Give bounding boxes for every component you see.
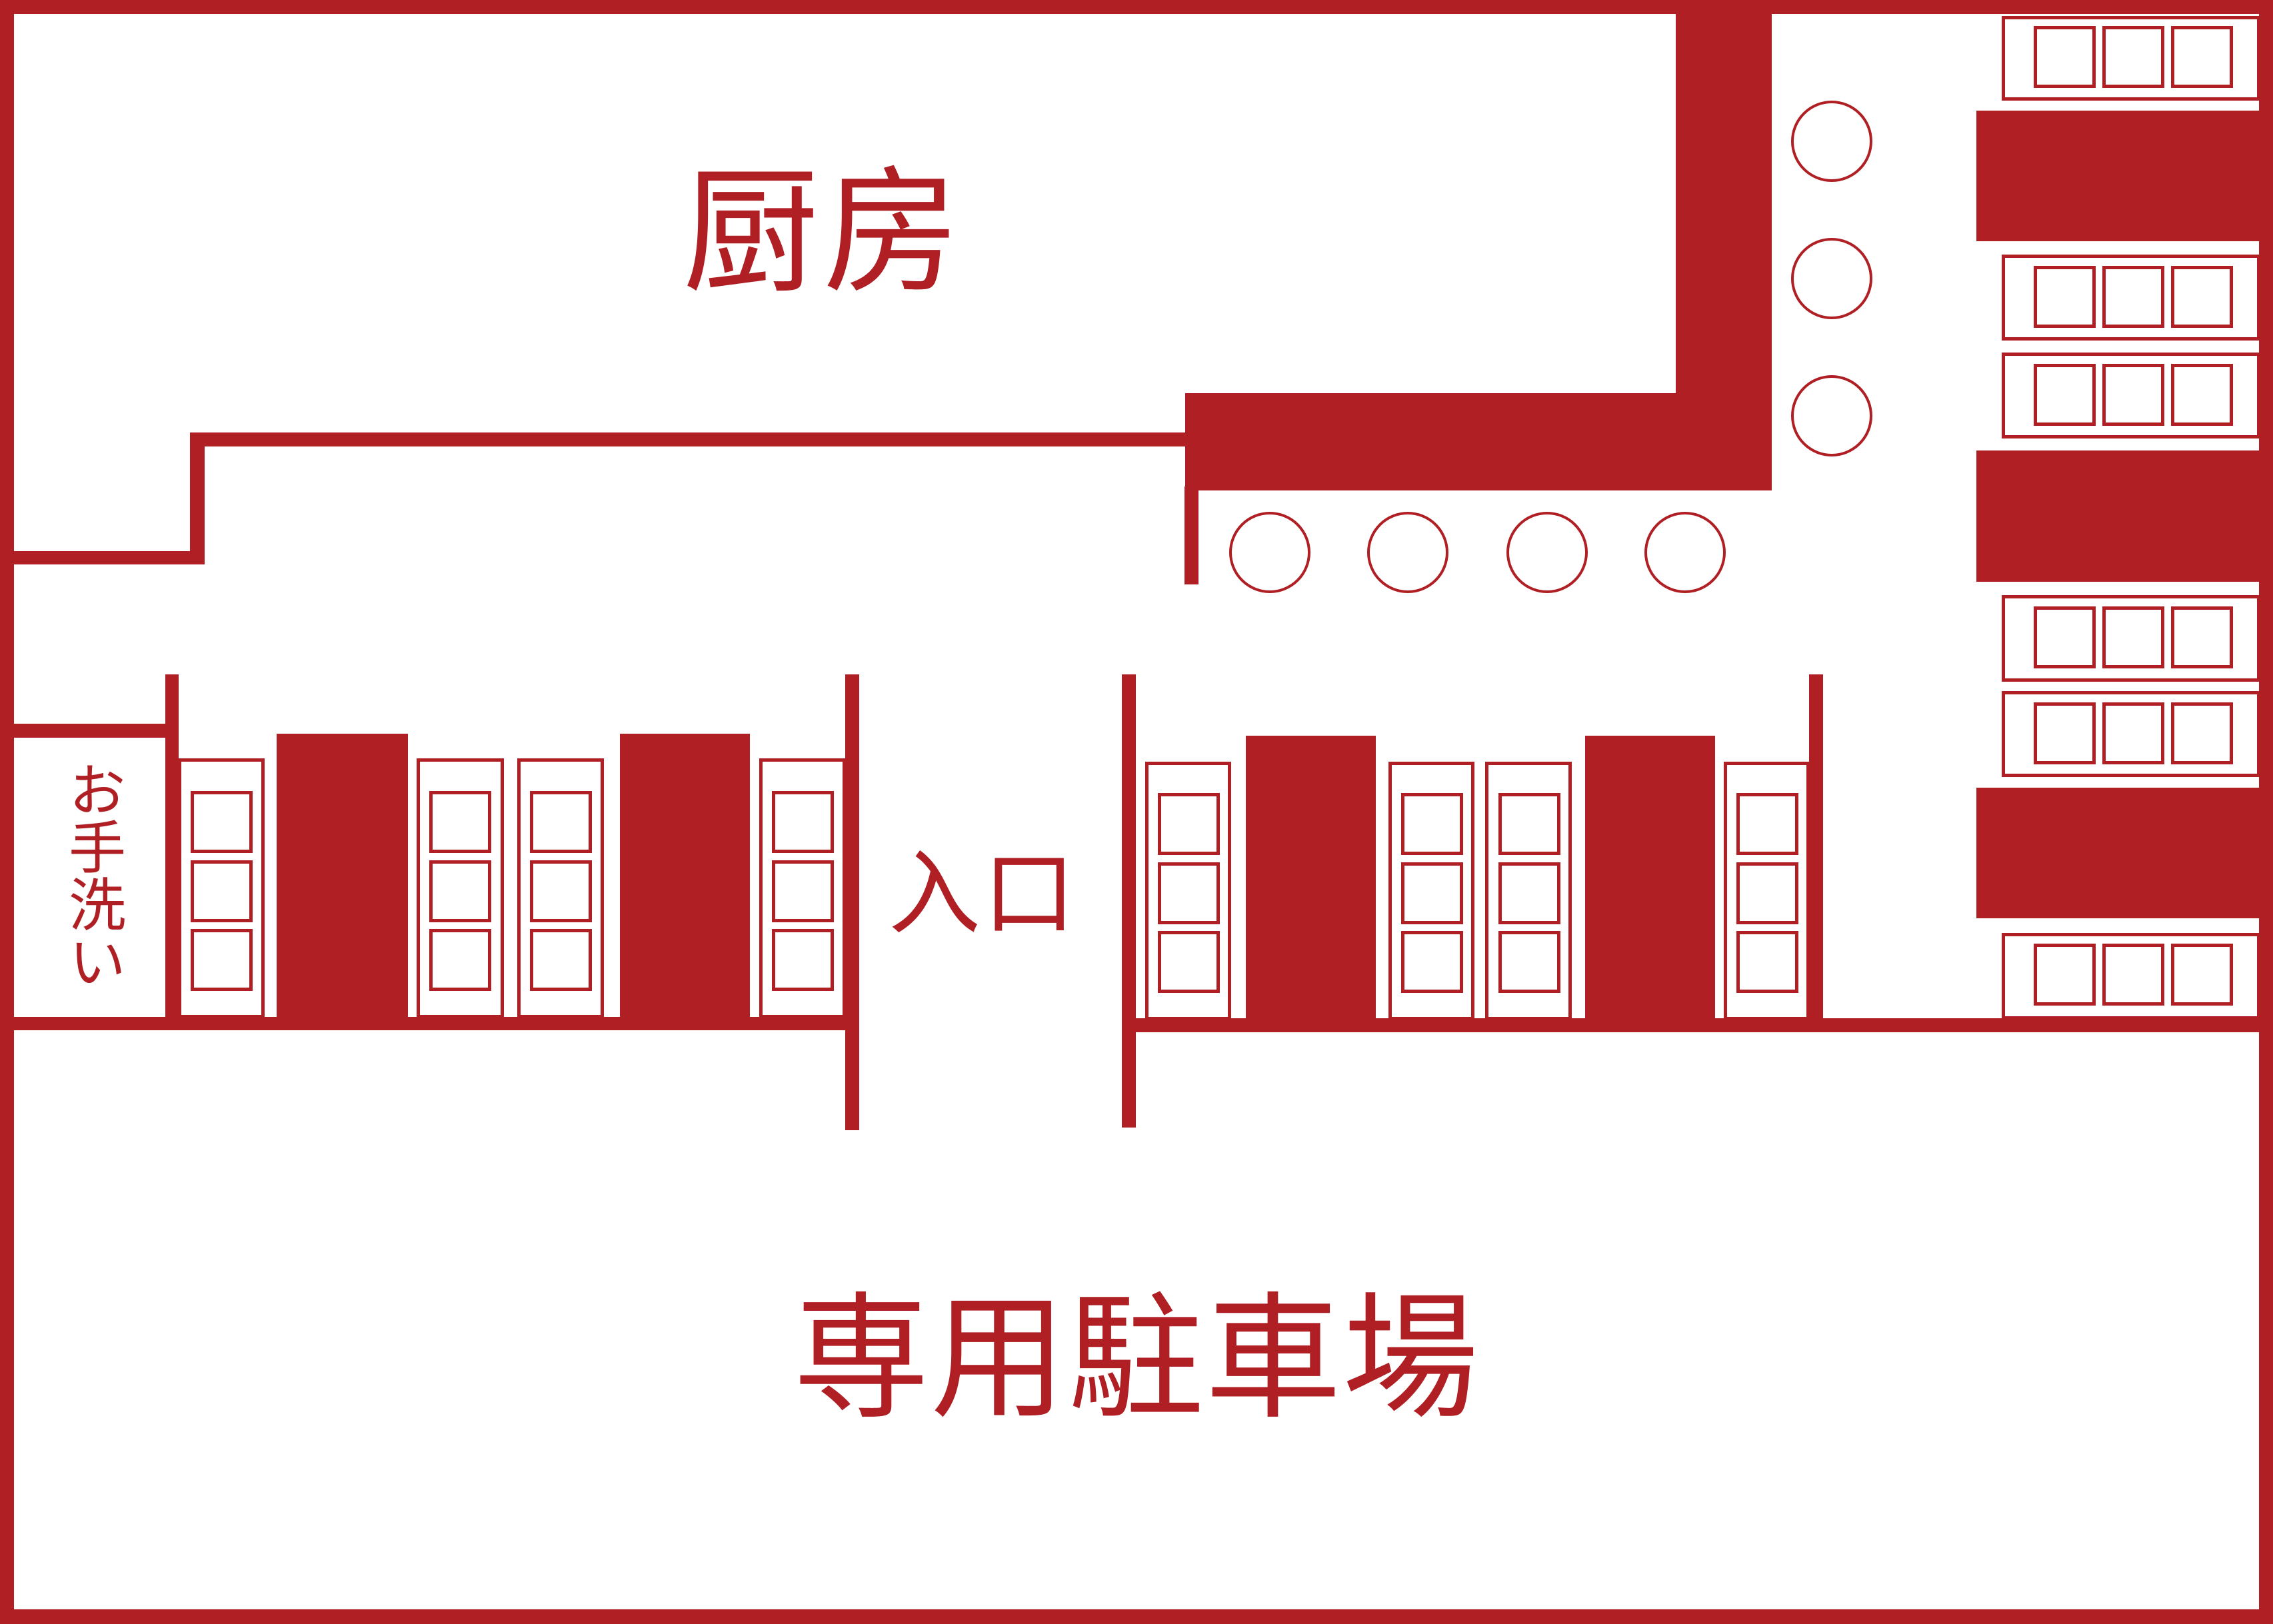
seat-cushion: [530, 860, 592, 922]
outer-wall-right-overlay: [2259, 0, 2273, 1624]
seat-cushion: [429, 791, 491, 853]
seat-cushion: [2171, 606, 2233, 668]
seat-cushion: [1736, 931, 1798, 993]
seat-cushion: [2171, 266, 2233, 328]
bench: [2002, 933, 2260, 1020]
stool: [1229, 512, 1310, 593]
seat-cushion: [2171, 364, 2233, 426]
bench: [1145, 762, 1231, 1020]
seat-cushion: [772, 929, 834, 991]
seat-cushion: [429, 860, 491, 922]
seat-cushion: [1736, 862, 1798, 924]
seat-cushion: [530, 929, 592, 991]
seat-cushion: [1401, 862, 1463, 924]
seat-cushion: [2102, 944, 2164, 1006]
seat-cushion: [2102, 26, 2164, 88]
seat-cushion: [1401, 931, 1463, 993]
stool: [1367, 512, 1448, 593]
table: [1246, 736, 1376, 1029]
seat-cushion: [2102, 702, 2164, 764]
counter-end-wall: [1184, 486, 1198, 584]
seat-cushion: [1158, 793, 1220, 855]
counter-horizontal: [1185, 393, 1772, 490]
seat-cushion: [2034, 702, 2096, 764]
table: [1976, 788, 2263, 918]
stool: [1644, 512, 1726, 593]
parking-label: 専用駐車場: [793, 1280, 1480, 1438]
bench: [1724, 762, 1810, 1020]
entrance-wall-left: [845, 674, 859, 1130]
bench: [2002, 255, 2260, 341]
seat-cushion: [1498, 931, 1560, 993]
table: [277, 734, 408, 1027]
seat-cushion: [2034, 364, 2096, 426]
seat-cushion: [2034, 606, 2096, 668]
bench: [2002, 353, 2260, 438]
bench: [2002, 16, 2260, 101]
stool: [1791, 101, 1872, 182]
table: [1585, 736, 1715, 1029]
seat-cushion: [772, 791, 834, 853]
bench: [517, 758, 604, 1018]
seat-cushion: [2102, 606, 2164, 668]
seat-cushion: [2171, 26, 2233, 88]
seat-cushion: [1158, 931, 1220, 993]
bench: [1485, 762, 1572, 1020]
seat-cushion: [1736, 793, 1798, 855]
bench: [759, 758, 846, 1018]
seat-cushion: [191, 791, 253, 853]
table: [620, 734, 750, 1027]
seat-cushion: [429, 929, 491, 991]
seat-cushion: [2102, 364, 2164, 426]
seat-cushion: [530, 791, 592, 853]
seat-cushion: [191, 860, 253, 922]
restroom-wall-top: [0, 724, 179, 738]
seat-cushion: [772, 860, 834, 922]
seat-cushion: [1498, 793, 1560, 855]
bench: [178, 758, 265, 1018]
table: [1976, 111, 2263, 241]
outer-wall-top: [0, 0, 2273, 14]
table: [1976, 450, 2263, 582]
kitchen-label: 厨房: [683, 153, 964, 313]
seat-cushion: [2034, 266, 2096, 328]
bench: [2002, 595, 2260, 682]
seat-cushion: [2171, 944, 2233, 1006]
seat-cushion: [191, 929, 253, 991]
kitchen-wall-step: [190, 432, 205, 564]
seat-cushion: [1498, 862, 1560, 924]
bench: [2002, 691, 2260, 777]
kitchen-wall: [190, 432, 1190, 446]
seat-cushion: [2102, 266, 2164, 328]
right-row-wall-right: [1809, 674, 1823, 1032]
bench: [417, 758, 504, 1018]
seat-cushion: [2034, 26, 2096, 88]
stool: [1791, 238, 1872, 319]
stool: [1506, 512, 1588, 593]
outer-wall-left: [0, 0, 14, 1624]
seat-cushion: [1401, 793, 1463, 855]
entrance-wall-right: [1122, 674, 1136, 1128]
seat-cushion: [2171, 702, 2233, 764]
seat-cushion: [1158, 862, 1220, 924]
kitchen-wall-left: [0, 551, 205, 564]
restroom-wall-right: [165, 674, 179, 1030]
outer-wall-bottom: [0, 1609, 2273, 1624]
bench: [1388, 762, 1474, 1020]
seat-cushion: [2034, 944, 2096, 1006]
entrance-label: 入口: [888, 840, 1078, 948]
stool: [1791, 375, 1872, 456]
restroom-label: お手洗い: [58, 760, 125, 990]
